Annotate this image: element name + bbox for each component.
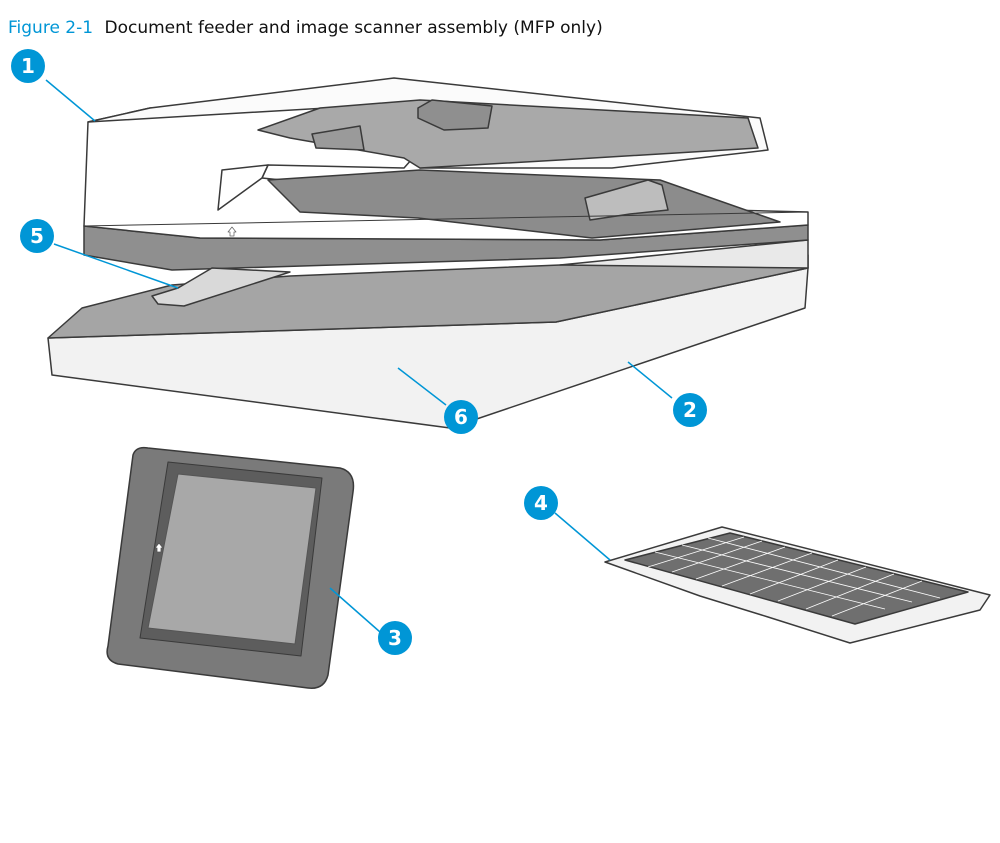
leader-line-3 <box>329 587 381 633</box>
adf-paper-guide <box>417 99 493 131</box>
leader-line-2 <box>627 361 673 399</box>
callout-4: 4 <box>524 486 558 520</box>
document-feeder-scanner-icon <box>47 77 809 429</box>
scanner-base-top-right <box>559 239 809 269</box>
leader-line-1 <box>45 79 96 122</box>
figure-label: Figure 2-1 <box>8 18 94 38</box>
callout-2: 2 <box>673 393 707 427</box>
home-icon <box>227 226 237 237</box>
leader-line-5 <box>53 243 179 289</box>
callout-1: 1 <box>11 49 45 83</box>
figure-title: Document feeder and image scanner assemb… <box>104 18 603 38</box>
leader-line-6 <box>397 367 447 406</box>
callout-2-number: 2 <box>683 398 697 422</box>
callout-leader-lines <box>45 79 673 633</box>
callout-6: 6 <box>444 400 478 434</box>
callout-3: 3 <box>378 621 412 655</box>
control-panel-screen <box>147 473 317 645</box>
callout-5-number: 5 <box>30 224 44 248</box>
callout-1-number: 1 <box>21 54 35 78</box>
callout-4-number: 4 <box>534 491 548 515</box>
control-panel-icon <box>106 446 355 689</box>
figure-caption: Figure 2-1 Document feeder and image sca… <box>8 18 603 38</box>
keyboard-keys <box>624 532 969 625</box>
home-icon <box>154 542 164 553</box>
callout-3-number: 3 <box>388 626 402 650</box>
callout-5: 5 <box>20 219 54 253</box>
leader-line-4 <box>554 512 611 561</box>
adf-guide-left <box>311 125 365 151</box>
callout-6-number: 6 <box>454 405 468 429</box>
adf-output-stop <box>584 179 669 221</box>
adf-output-slot <box>217 164 269 211</box>
keyboard-icon <box>604 526 991 644</box>
keyboard-key-grid <box>647 536 941 617</box>
